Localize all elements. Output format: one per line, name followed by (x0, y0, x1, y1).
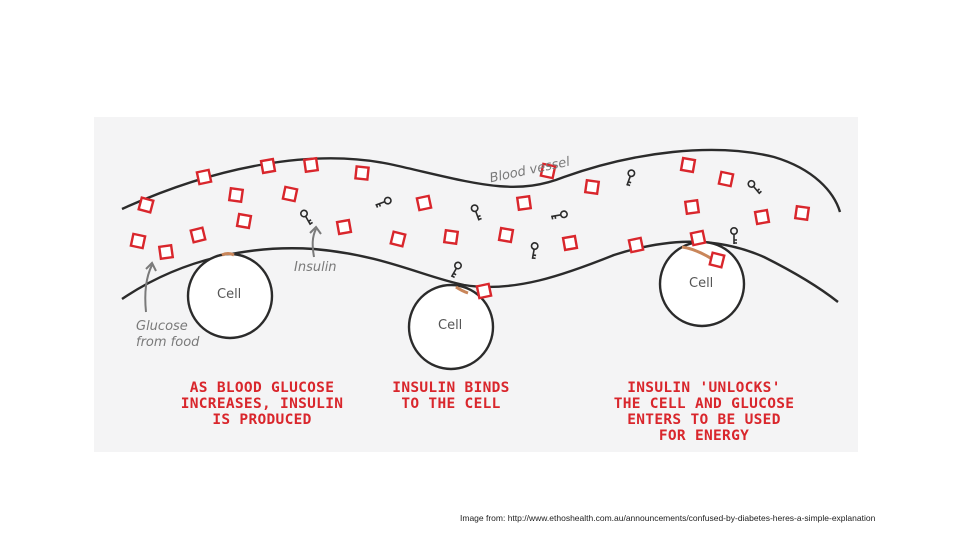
glucose-molecule (793, 204, 811, 222)
glucose-molecule (281, 185, 299, 203)
glucose-molecule (708, 251, 726, 269)
glucose-molecule (389, 230, 407, 248)
receptor-cell-3 (681, 245, 713, 261)
glucose-molecule (583, 178, 601, 196)
glucose-molecule (442, 228, 460, 246)
glucose-molecule (195, 168, 213, 186)
insulin-molecule (470, 204, 482, 221)
insulin-molecule (450, 261, 462, 279)
glucose-molecule (129, 232, 147, 250)
glucose-molecule (753, 208, 771, 226)
glucose-from-food-label: Glucose from food (136, 319, 200, 350)
glucose-molecule (515, 194, 533, 212)
image-credit: Image from: http://www.ethoshealth.com.a… (460, 513, 876, 523)
glucose-molecule (415, 194, 433, 212)
glucose-molecule (137, 196, 155, 214)
caption-stage-2: INSULIN BINDS TO THE CELL (392, 380, 510, 412)
receptor-cell-1 (221, 252, 235, 257)
glucose-molecule (679, 156, 697, 174)
vessel-top-wall (121, 148, 842, 213)
glucose-molecules (129, 156, 811, 300)
glucose-molecule (497, 226, 515, 244)
insulin-molecule (375, 196, 392, 208)
glucose-arrow-head (145, 261, 157, 272)
glucose-molecule (475, 282, 493, 300)
glucose-molecule (539, 162, 557, 180)
insulin-label: Insulin (294, 260, 337, 275)
glucose-molecule (259, 157, 277, 175)
insulin-molecules (300, 169, 762, 279)
glucose-molecule (689, 229, 707, 247)
glucose-molecule (561, 234, 579, 252)
glucose-molecule (335, 218, 353, 236)
vessel-bottom-wall (121, 240, 839, 303)
insulin-molecule (747, 179, 762, 195)
insulin-molecule (550, 210, 568, 220)
cell-2 (407, 283, 495, 371)
receptor-cell-2 (455, 285, 469, 295)
insulin-molecule (626, 169, 636, 187)
glucose-molecule (235, 212, 253, 230)
diagram-canvas (121, 148, 842, 371)
insulin-diagram: Blood vessel Insulin Glucose from food C… (94, 117, 858, 452)
insulin-molecule (300, 209, 313, 226)
glucose-molecule (717, 170, 735, 188)
insulin-molecule (729, 227, 739, 244)
glucose-molecule (189, 226, 207, 244)
glucose-arrow (144, 264, 153, 313)
caption-stage-3: INSULIN 'UNLOCKS' THE CELL AND GLUCOSE E… (613, 380, 795, 444)
glucose-molecule (227, 186, 245, 204)
glucose-molecule (683, 198, 701, 216)
insulin-arrow (311, 228, 317, 258)
glucose-molecule (157, 243, 175, 261)
glucose-molecule (627, 236, 645, 254)
insulin-molecule (530, 242, 539, 260)
cell-2-label: Cell (438, 318, 463, 333)
glucose-molecule (302, 156, 320, 174)
caption-stage-1: AS BLOOD GLUCOSE INCREASES, INSULIN IS P… (180, 380, 344, 428)
glucose-molecule (354, 165, 370, 181)
cell-1-label: Cell (217, 287, 242, 302)
cell-3-label: Cell (689, 276, 714, 291)
insulin-arrow-head (309, 225, 322, 235)
